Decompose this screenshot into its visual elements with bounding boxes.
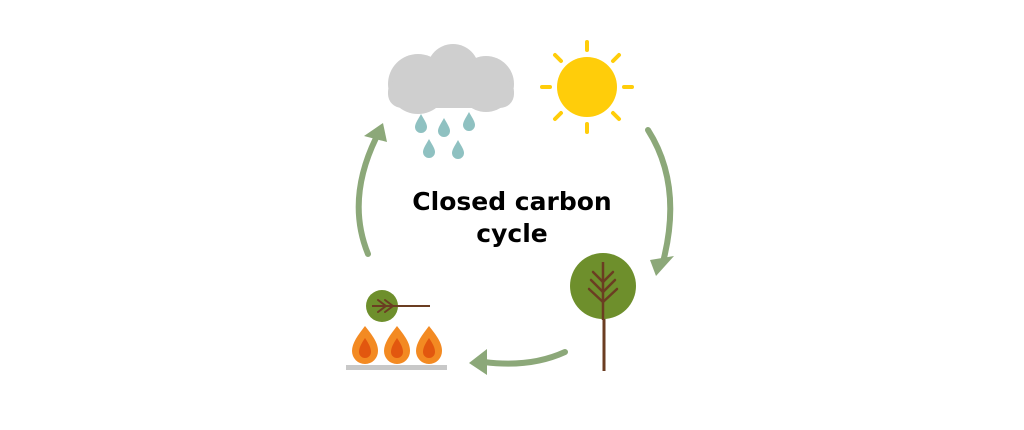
arrowhead-fuel <box>469 349 487 375</box>
flames-icon <box>352 326 442 364</box>
title-line-2: cycle <box>476 219 548 248</box>
arrow-tree-to-fuel <box>481 349 568 367</box>
arrow-sun-to-tree <box>645 127 674 265</box>
rain-cloud-icon <box>388 44 514 159</box>
sun-icon <box>540 40 634 134</box>
raindrops-icon <box>415 112 475 159</box>
tree-icon <box>570 253 636 371</box>
diagram-title: Closed carbon cycle <box>362 186 662 250</box>
fallen-tree-icon <box>366 290 430 322</box>
burning-biomass-icon <box>346 290 447 370</box>
burner-base <box>346 365 447 370</box>
arrowhead-cloud <box>364 123 387 142</box>
title-line-1: Closed carbon <box>412 187 612 216</box>
arrowhead-tree <box>650 256 674 276</box>
arrow-fuel-to-cloud <box>355 135 379 257</box>
cycle-arrows <box>355 127 674 367</box>
